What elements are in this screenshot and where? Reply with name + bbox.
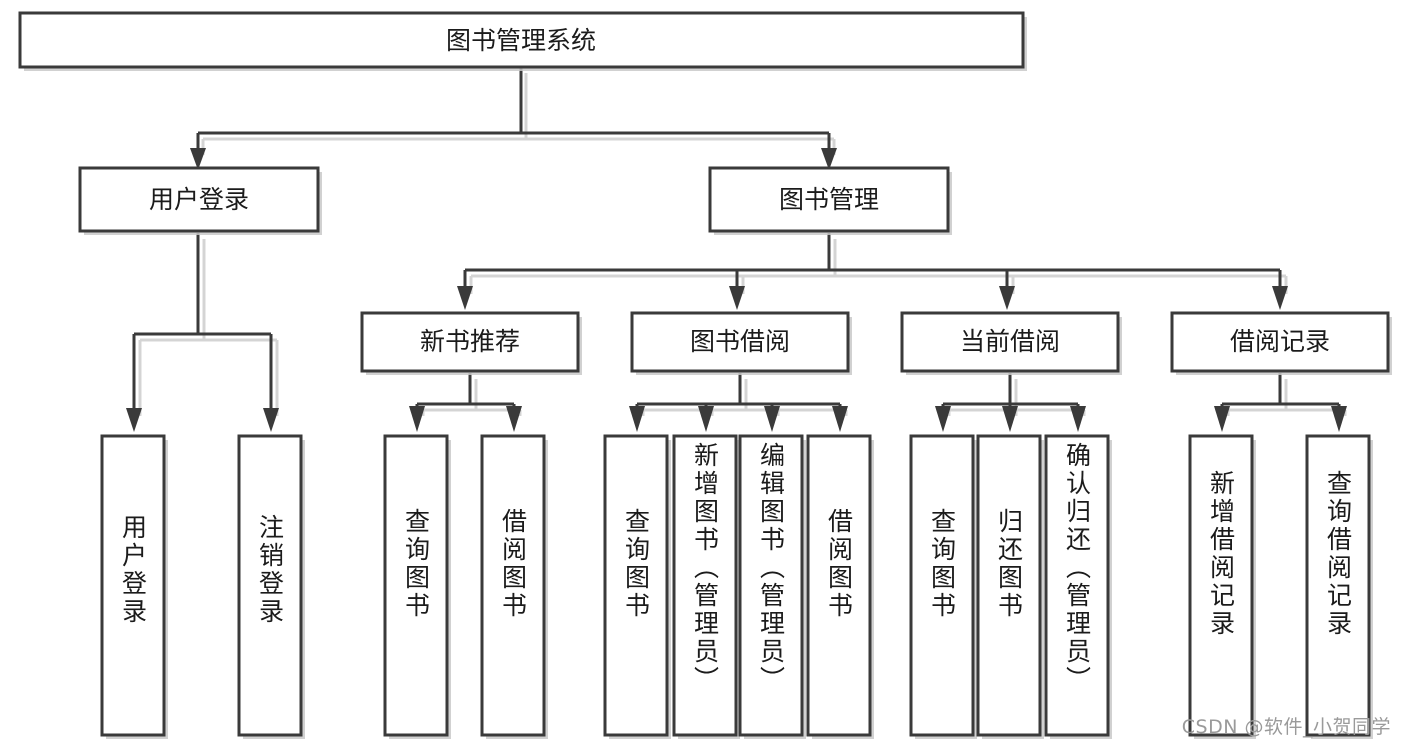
arrow-book-management — [821, 148, 837, 170]
node-new-book-recommend-box[interactable] — [360, 311, 580, 373]
arrow-leaf-user-login — [126, 408, 142, 432]
node-borrow-record-box[interactable] — [1170, 311, 1390, 373]
node-root-label: 图书管理系统 — [446, 26, 596, 55]
connector-current-borrow-to-leaves — [941, 373, 1080, 410]
node-leaf-add-borrow-record-box[interactable] — [1188, 434, 1254, 737]
arrow-user-login — [190, 148, 206, 170]
node-leaf-logout-login-box[interactable] — [237, 434, 303, 737]
connector-new-book-recommend-to-leaves — [415, 373, 516, 410]
connectors-group — [126, 67, 1347, 432]
arrow-leaf-logout-login — [263, 408, 279, 432]
node-root-box[interactable] — [18, 11, 1025, 69]
node-book-borrow-label: 图书借阅 — [690, 327, 790, 356]
connector-root-to-level2 — [196, 67, 831, 150]
arrow-borrow-record — [1272, 286, 1288, 310]
node-borrow-record-label: 借阅记录 — [1230, 327, 1330, 356]
node-leaf-confirm-return-box[interactable] — [1044, 434, 1110, 737]
node-current-borrow-label: 当前借阅 — [960, 327, 1060, 356]
node-user-login[interactable]: 用户登录 — [78, 166, 322, 235]
arrow-leaf-query-book-3 — [935, 406, 951, 432]
node-new-book-recommend-label: 新书推荐 — [420, 327, 520, 356]
node-current-borrow-box[interactable] — [900, 311, 1120, 373]
node-borrow-record[interactable]: 借阅记录 — [1170, 311, 1392, 375]
node-leaf-query-book-1-box[interactable] — [383, 434, 449, 737]
node-book-borrow[interactable]: 图书借阅 — [630, 311, 852, 375]
arrow-leaf-query-borrow-record — [1331, 406, 1347, 432]
node-current-borrow[interactable]: 当前借阅 — [900, 311, 1122, 375]
node-leaf-query-book-2-box[interactable] — [603, 434, 669, 737]
node-new-book-recommend[interactable]: 新书推荐 — [360, 311, 582, 375]
node-user-login-box[interactable] — [78, 166, 320, 233]
node-leaf-borrow-book-1-box[interactable] — [480, 434, 546, 737]
node-leaf-add-book-box[interactable] — [672, 434, 738, 737]
arrow-leaf-borrow-book-2 — [832, 406, 848, 432]
leaf-boxes-group — [100, 434, 1373, 739]
arrow-leaf-edit-book — [764, 406, 780, 432]
arrow-leaf-confirm-return — [1070, 406, 1086, 432]
arrow-current-borrow — [999, 286, 1015, 310]
arrow-leaf-add-borrow-record — [1214, 406, 1230, 432]
arrow-new-book-recommend — [457, 286, 473, 310]
arrow-leaf-borrow-book-1 — [506, 406, 522, 432]
connector-borrow-record-to-leaves — [1220, 373, 1341, 410]
arrow-leaf-query-book-1 — [409, 406, 425, 432]
node-leaf-query-book-3-box[interactable] — [909, 434, 975, 737]
arrow-book-borrow — [729, 286, 745, 310]
node-book-management-label: 图书管理 — [779, 185, 879, 214]
connector-user-login-to-leaves — [132, 233, 273, 410]
node-leaf-edit-book-box[interactable] — [738, 434, 804, 737]
node-root[interactable]: 图书管理系统 — [18, 11, 1027, 71]
arrow-leaf-add-book — [698, 406, 714, 432]
connector-book-management-to-level3 — [463, 233, 1282, 288]
node-book-management[interactable]: 图书管理 — [708, 166, 952, 235]
arrow-leaf-return-book — [1002, 406, 1018, 432]
connector-book-borrow-to-leaves — [635, 373, 842, 410]
node-book-borrow-box[interactable] — [630, 311, 850, 373]
node-leaf-user-login-box[interactable] — [100, 434, 166, 737]
node-book-management-box[interactable] — [708, 166, 950, 233]
arrow-leaf-query-book-2 — [629, 406, 645, 432]
node-leaf-return-book-box[interactable] — [976, 434, 1042, 737]
node-user-login-label: 用户登录 — [149, 185, 249, 214]
node-leaf-borrow-book-2-box[interactable] — [806, 434, 872, 737]
node-leaf-query-borrow-record-box[interactable] — [1305, 434, 1371, 737]
